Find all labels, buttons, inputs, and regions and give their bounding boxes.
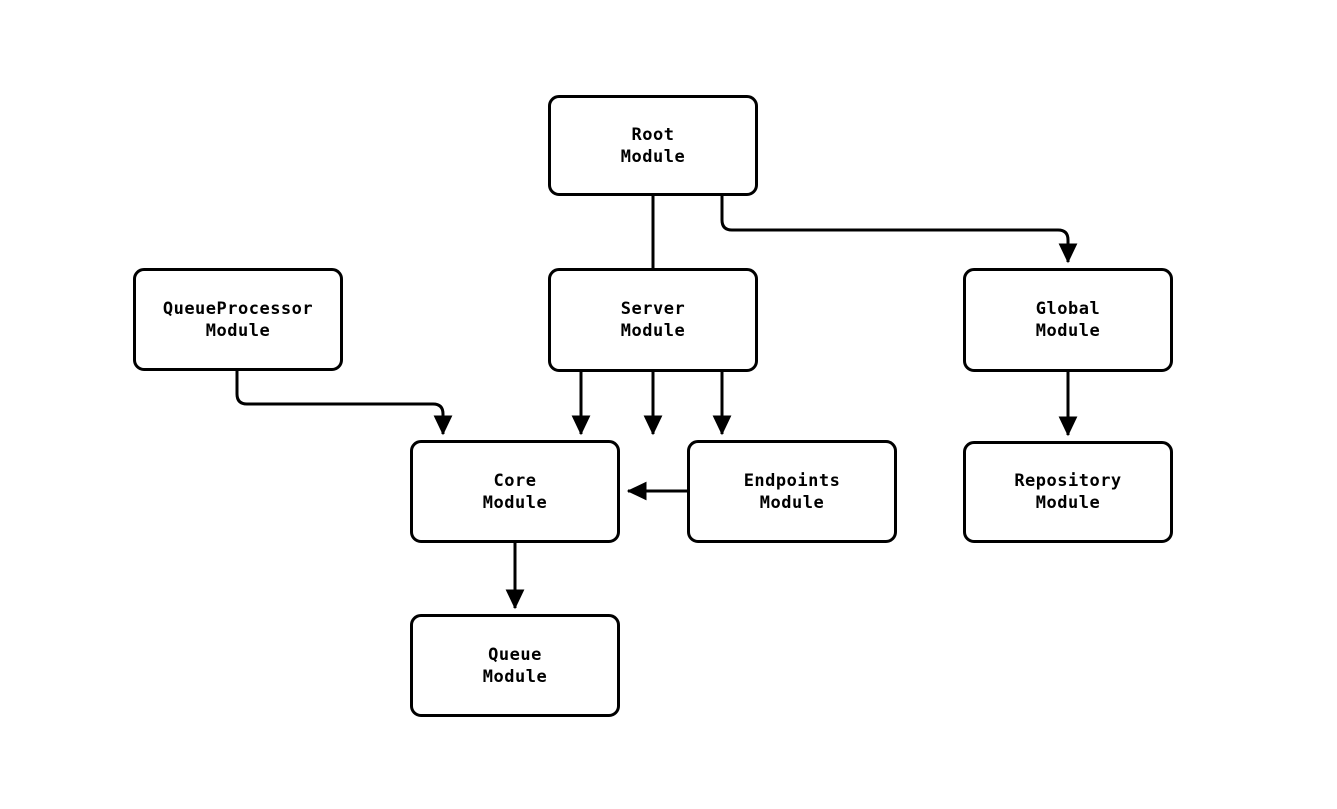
node-label-line1: Global <box>1035 299 1101 319</box>
edge-root-to-global <box>720 196 1078 264</box>
node-label-line1: Root <box>631 124 675 145</box>
node-core-module[interactable]: Core Module <box>410 440 620 543</box>
node-label-line1: Queue <box>488 644 542 665</box>
node-queueprocessor-module[interactable]: QueueProcessor Module <box>133 268 343 371</box>
node-label-line1: Endpoints <box>743 470 841 491</box>
node-label-line2: Module <box>759 492 825 513</box>
node-label-line1: Repository <box>1014 471 1122 491</box>
node-label-line2: Module <box>205 320 271 341</box>
node-label-line2: Module <box>482 666 548 687</box>
node-repository-module[interactable]: Repository Module <box>963 441 1173 543</box>
node-endpoints-module[interactable]: Endpoints Module <box>687 440 897 543</box>
node-label-line2: Module <box>620 321 686 341</box>
node-server-module[interactable]: Server Module <box>548 268 758 372</box>
node-label-line2: Module <box>620 146 686 167</box>
edge-queueprocessor-to-core <box>235 371 453 436</box>
node-root-module[interactable]: Root Module <box>548 95 758 196</box>
node-label-line1: Core <box>493 470 537 491</box>
node-global-module[interactable]: Global Module <box>963 268 1173 372</box>
node-queue-module[interactable]: Queue Module <box>410 614 620 717</box>
node-label-line2: Module <box>1035 493 1101 513</box>
node-label-line2: Module <box>1035 321 1101 341</box>
node-label-line1: Server <box>620 299 686 319</box>
node-label-line1: QueueProcessor <box>162 298 314 319</box>
node-label-line2: Module <box>482 492 548 513</box>
